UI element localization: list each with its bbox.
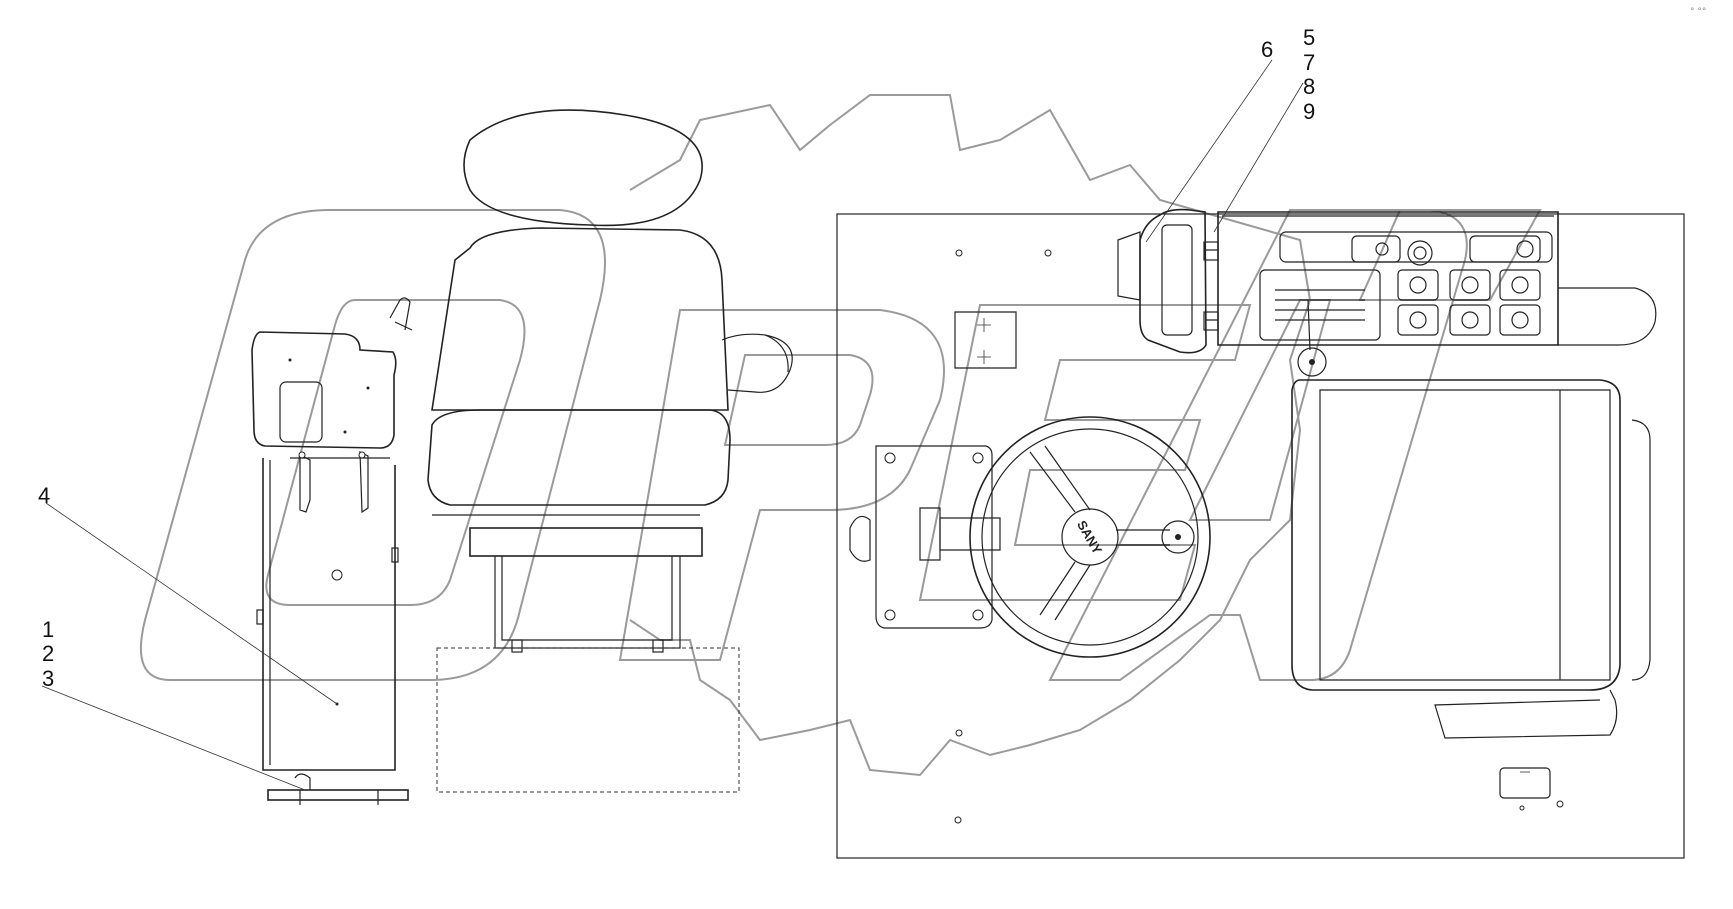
operator-seat	[427, 109, 793, 793]
watermark-gear	[629, 94, 1312, 777]
callout-4: 4	[38, 483, 50, 508]
top-view-panel: SANY	[836, 208, 1685, 859]
callout-7: 7	[1303, 50, 1315, 75]
callout-labels: 4 1 2 3 6 5 7 8 9	[38, 25, 1315, 691]
callout-3: 3	[42, 666, 54, 691]
side-view-stand	[251, 297, 413, 805]
callout-8: 8	[1303, 74, 1315, 99]
corner-mark-text: ° °°	[1690, 7, 1706, 17]
leader-lines	[41, 59, 1304, 791]
steering-hub-text: SANY	[1074, 518, 1105, 557]
callout-6: 6	[1261, 37, 1273, 62]
callout-9: 9	[1303, 99, 1315, 124]
callout-2: 2	[42, 641, 54, 666]
callout-1: 1	[42, 617, 54, 642]
console-button-grid	[1397, 269, 1541, 336]
watermark-letters	[139, 209, 1542, 681]
callout-5: 5	[1303, 25, 1315, 50]
